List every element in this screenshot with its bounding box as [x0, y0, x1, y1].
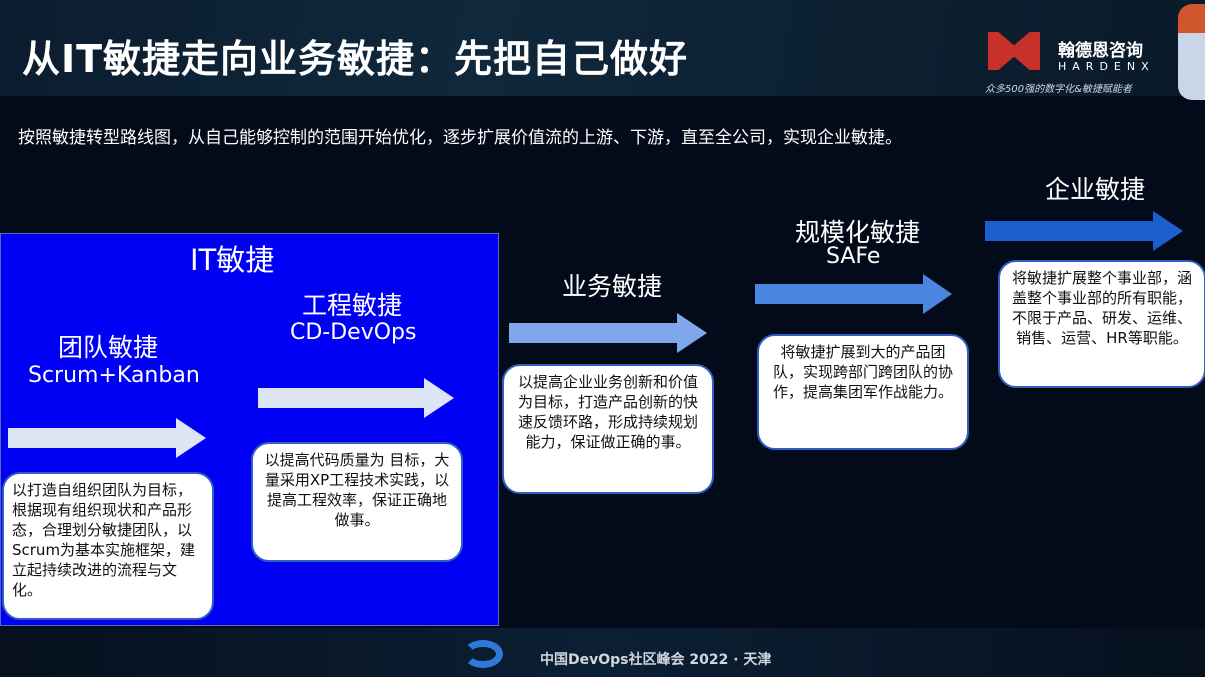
- stage-subtitle: Scrum+Kanban: [28, 363, 200, 388]
- stage-description-card: 以提高企业业务创新和价值为目标，打造产品创新的快速反馈环路，形成持续规划能力，保…: [502, 364, 714, 494]
- stage-subtitle: SAFe: [826, 244, 881, 269]
- brand-name-en: HARDENX: [1058, 60, 1155, 73]
- rocket-icon: [1178, 4, 1205, 100]
- stage-description-card: 将敏捷扩展整个事业部，涵盖整个事业部的所有职能，不限于产品、研发、运维、销售、运…: [998, 260, 1205, 388]
- stage-title: 企业敏捷: [1045, 175, 1146, 204]
- arrow-icon: [509, 313, 707, 353]
- stage-description-card: 将敏捷扩展到大的产品团队，实现跨部门跨团队的协作，提高集团军作战能力。: [757, 334, 969, 450]
- stage-title: 规模化敏捷: [795, 218, 921, 247]
- arrow-icon: [8, 418, 206, 458]
- it-agile-title: IT敏捷: [190, 243, 275, 277]
- footer-bar: [0, 628, 1205, 677]
- brand-name-cn: 翰德恩咨询: [1058, 41, 1143, 61]
- devops-summit-logo-icon: [463, 640, 503, 668]
- stage-title: 团队敏捷: [58, 333, 159, 362]
- stage-description-card: 以打造自组织团队为目标，根据现有组织现状和产品形态，合理划分敏捷团队，以Scru…: [2, 472, 214, 620]
- brand-tagline: 众多500强的数字化&敏捷赋能者: [985, 84, 1132, 95]
- stage-title: 业务敏捷: [562, 272, 663, 301]
- arrow-icon: [985, 211, 1183, 251]
- intro-text: 按照敏捷转型路线图，从自己能够控制的范围开始优化，逐步扩展价值流的上游、下游，直…: [18, 128, 902, 148]
- arrow-icon: [755, 274, 952, 314]
- stage-description-card: 以提高代码质量为 目标，大量采用XP工程技术实践，以提高工程效率，保证正确地做事…: [251, 442, 463, 562]
- stage-subtitle: CD-DevOps: [290, 320, 417, 345]
- footer-text: 中国DevOps社区峰会 2022 · 天津: [540, 652, 772, 668]
- arrow-icon: [258, 378, 454, 418]
- page-title: 从IT敏捷走向业务敏捷：先把自己做好: [22, 37, 689, 81]
- stage-title: 工程敏捷: [302, 291, 403, 320]
